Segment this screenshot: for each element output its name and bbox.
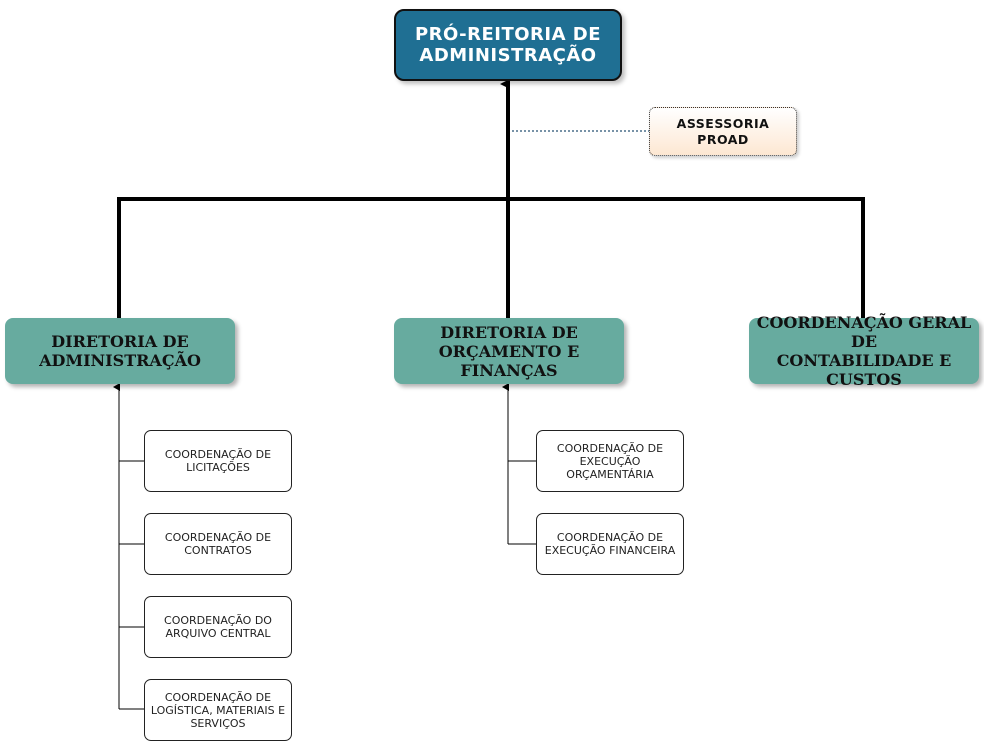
coordenacao-contratos-box: COORDENAÇÃO DE CONTRATOS (144, 513, 292, 575)
unit-line2: LOGÍSTICA, MATERIAIS E (150, 703, 286, 717)
unit-line2: EXECUÇÃO FINANCEIRA (544, 544, 676, 557)
diretoria-administracao-box: DIRETORIA DE ADMINISTRAÇÃO (5, 318, 235, 384)
assessoria-box: ASSESSORIA PROAD (649, 107, 797, 156)
coordenacao-contabilidade-box: COORDENAÇÃO GERAL DE CONTABILIDADE E CUS… (749, 313, 979, 389)
pro-reitoria-box: PRÓ-REITORIA DE ADMINISTRAÇÃO (394, 9, 622, 81)
coordenacao-logistica-box: COORDENAÇÃO DE LOGÍSTICA, MATERIAIS E SE… (144, 679, 292, 741)
assessoria-line2: PROAD (697, 131, 749, 147)
unit-line2: CONTRATOS (184, 544, 252, 557)
unit-line3: ORÇAMENTÁRIA (566, 467, 654, 481)
diretoria-orcamento-box: DIRETORIA DE ORÇAMENTO E FINANÇAS (394, 318, 624, 384)
directorate-line1: COORDENAÇÃO GERAL DE (756, 313, 972, 351)
coordenacao-licitacoes-box: COORDENAÇÃO DE LICITAÇÕES (144, 430, 292, 492)
unit-line1: COORDENAÇÃO DE (556, 531, 664, 544)
pro-reitoria-line1: PRÓ-REITORIA DE (414, 24, 602, 45)
unit-line1: COORDENAÇÃO DO (164, 614, 272, 627)
unit-line2: EXECUÇÃO (579, 454, 641, 468)
unit-line3: SERVIÇOS (190, 716, 246, 730)
unit-line1: COORDENAÇÃO DE (164, 690, 272, 704)
assessoria-line1: ASSESSORIA (676, 115, 770, 131)
directorate-line2: CONTABILIDADE E CUSTOS (776, 351, 952, 389)
coordenacao-arquivo-box: COORDENAÇÃO DO ARQUIVO CENTRAL (144, 596, 292, 658)
coordenacao-execucao-financeira-box: COORDENAÇÃO DE EXECUÇÃO FINANCEIRA (536, 513, 684, 575)
pro-reitoria-line2: ADMINISTRAÇÃO (419, 45, 597, 66)
directorate-line1: DIRETORIA DE (440, 322, 578, 342)
coordenacao-execucao-orcamentaria-box: COORDENAÇÃO DE EXECUÇÃO ORÇAMENTÁRIA (536, 430, 684, 492)
unit-line2: ARQUIVO CENTRAL (165, 627, 271, 640)
unit-line1: COORDENAÇÃO DE (164, 531, 272, 544)
unit-line2: LICITAÇÕES (186, 461, 250, 474)
unit-line1: COORDENAÇÃO DE (556, 441, 664, 455)
directorate-line2: ORÇAMENTO E FINANÇAS (438, 341, 580, 380)
directorate-line1: DIRETORIA DE (51, 332, 189, 351)
unit-line1: COORDENAÇÃO DE (164, 448, 272, 461)
directorate-line2: ADMINISTRAÇÃO (39, 351, 201, 370)
